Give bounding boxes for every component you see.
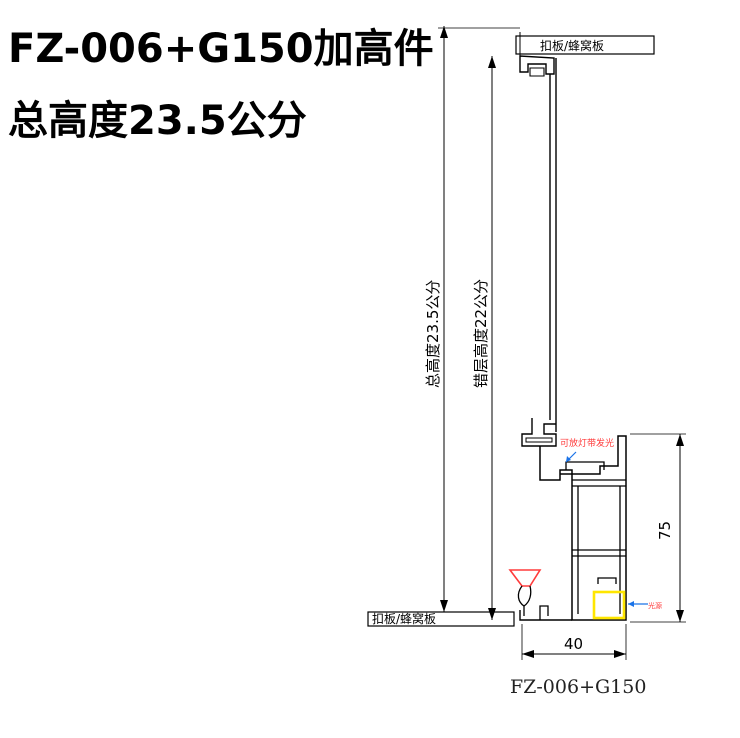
top-flange bbox=[565, 461, 605, 470]
title-line-1: FZ-006+G150加高件 bbox=[8, 26, 434, 72]
lower-notch bbox=[597, 577, 617, 584]
total-dim-arrow-top bbox=[440, 26, 448, 38]
bottom-panel-label: 扣板/蜂窝板 bbox=[372, 611, 436, 626]
gasket-stem bbox=[517, 585, 532, 607]
light-note: 可放灯带发光 bbox=[560, 437, 614, 449]
top-clip-inner bbox=[529, 67, 545, 77]
step-height-label: 错层高度22公分 bbox=[472, 279, 490, 388]
base-hook bbox=[539, 605, 549, 620]
dim-40-arrow-left bbox=[522, 650, 534, 658]
dim-75-arrow-top bbox=[676, 434, 684, 446]
top-clip bbox=[519, 55, 555, 75]
main-body-outline bbox=[539, 435, 627, 621]
light-strip bbox=[592, 590, 626, 620]
dim-width-value: 40 bbox=[564, 635, 583, 653]
light-note-arrow-head bbox=[566, 456, 571, 462]
light-arrow-head bbox=[628, 601, 634, 607]
profile-caption: FZ-006+G150 bbox=[510, 676, 647, 698]
dim-height-value: 75 bbox=[656, 521, 674, 540]
base-foot bbox=[519, 610, 572, 621]
top-panel-box bbox=[515, 35, 655, 55]
total-dim-arrow-bottom bbox=[440, 600, 448, 612]
middle-clip bbox=[521, 418, 557, 447]
step-dim-arrow-top bbox=[488, 56, 496, 68]
step-dim-arrow-bottom bbox=[488, 608, 496, 620]
title-line-2: 总高度23.5公分 bbox=[8, 98, 307, 144]
total-height-label: 总高度23.5公分 bbox=[424, 280, 442, 388]
top-panel-label: 扣板/蜂窝板 bbox=[540, 38, 604, 53]
bottom-panel-box bbox=[367, 611, 515, 627]
red-gasket bbox=[508, 569, 542, 587]
dim-40-arrow-right bbox=[614, 650, 626, 658]
middle-clip-inner bbox=[525, 437, 553, 443]
dim-75-arrow-bottom bbox=[676, 610, 684, 622]
light-source-note: 光源 bbox=[648, 601, 662, 610]
